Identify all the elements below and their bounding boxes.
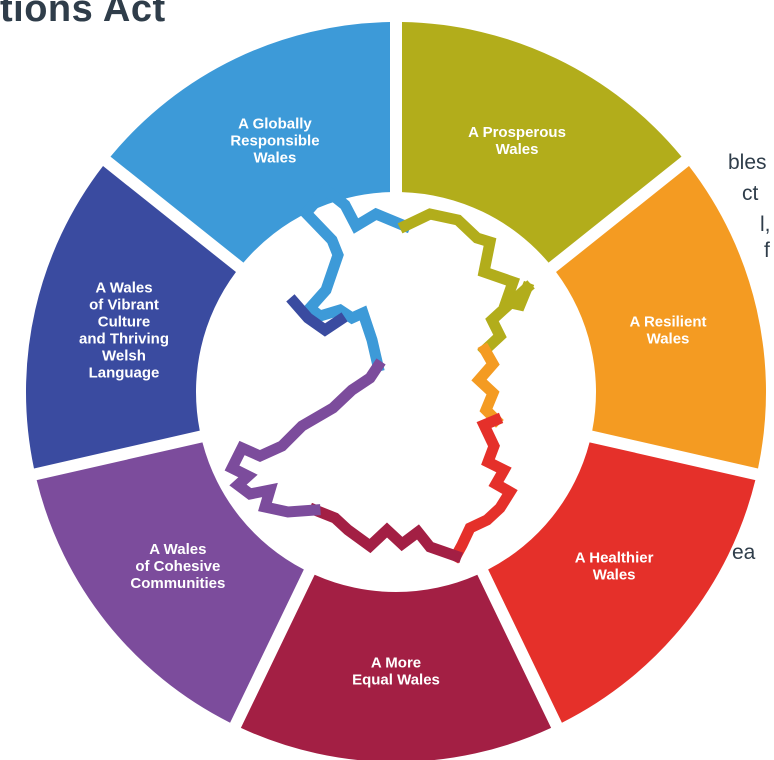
wales-outline-west <box>286 294 348 337</box>
goal-segment <box>401 22 682 263</box>
goal-label-line: Culture <box>98 313 151 330</box>
goal-label-line: A Wales <box>95 279 152 296</box>
goal-label-line: Wales <box>496 141 539 158</box>
goal-label-line: A Prosperous <box>468 124 566 141</box>
goal-label-line: Responsible <box>230 133 319 150</box>
goal-label-line: Wales <box>254 150 297 167</box>
goal-label-line: Welsh <box>102 347 146 364</box>
goal-label-line: Language <box>89 364 160 381</box>
goal-label-line: A Wales <box>149 541 206 558</box>
goal-label-line: of Cohesive <box>135 558 220 575</box>
cut-text-fragment: ct <box>742 182 759 205</box>
wales-outline-southwest <box>224 358 386 518</box>
cut-text-fragment: ea <box>732 541 756 564</box>
page-title: tions Act <box>0 0 166 30</box>
wales-map-outline <box>224 182 535 564</box>
wales-outline-northeast <box>397 208 535 312</box>
goal-segment <box>240 574 552 760</box>
goal-label-line: A Globally <box>238 116 312 133</box>
goal-label-line: A Healthier <box>575 549 654 566</box>
goal-label-line: Communities <box>130 575 225 592</box>
goal-label-line: Wales <box>593 566 636 583</box>
goal-label-line: Wales <box>647 330 690 347</box>
goal-label-line: Equal Wales <box>352 672 440 689</box>
wales-outline-southeast <box>448 412 518 564</box>
wales-outline-north <box>298 182 413 373</box>
goal-segment <box>556 166 766 469</box>
cut-text-fragment: l, <box>760 213 771 236</box>
goal-label-line: A More <box>371 655 421 672</box>
goal-segment <box>488 442 756 723</box>
goal-label-line: of Vibrant <box>89 296 159 313</box>
wales-outline-east <box>477 280 535 358</box>
goal-label-line: and Thriving <box>79 330 169 347</box>
wales-outline-east-mid <box>471 342 504 428</box>
goal-label-line: A Resilient <box>630 313 707 330</box>
cut-text-fragment: f <box>764 239 770 262</box>
wales-outline-south <box>307 502 463 563</box>
goal-segment <box>36 442 304 723</box>
goal-segment <box>26 166 236 469</box>
cut-text-fragment: bles <box>728 151 767 174</box>
